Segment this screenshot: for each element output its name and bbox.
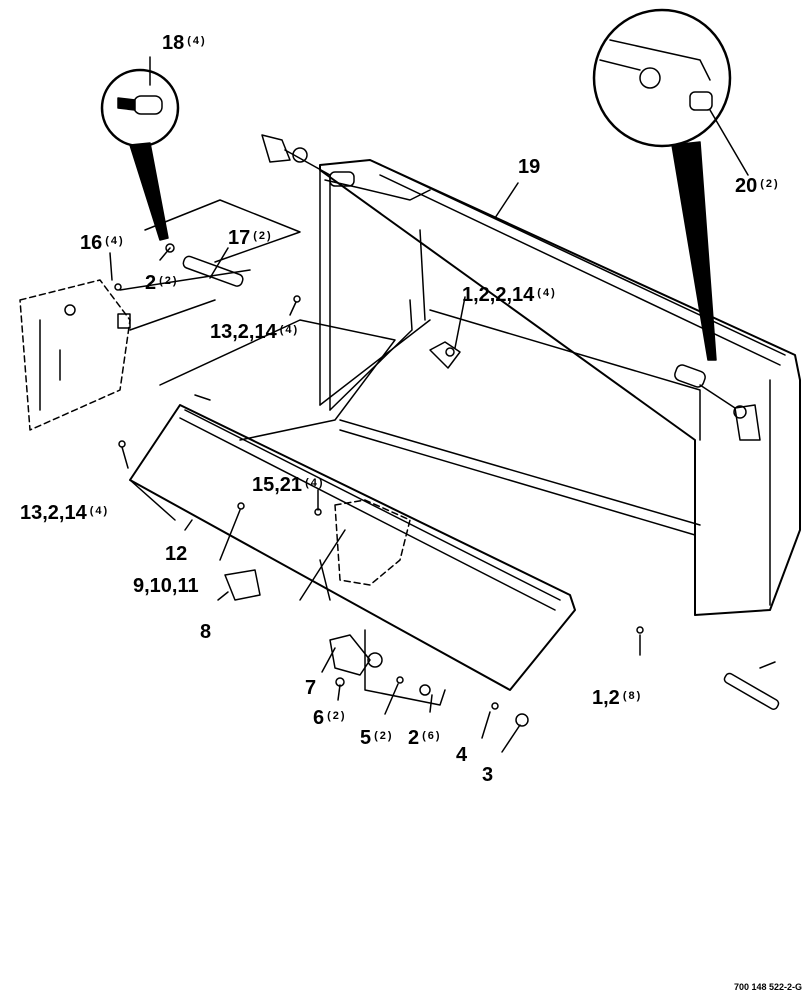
callout-18: 18(4) [162,33,207,53]
callout-1-2-bottom-number: 1,2 [592,687,620,709]
callout-17-number: 17 [228,227,251,249]
latch-assembly [224,499,446,706]
callout-9-10-11: 9,10,11 [133,576,199,596]
callout-16: 16(4) [80,233,125,253]
callout-1-2-2-14-number: 1,2,2,14 [462,284,535,306]
hinge-bracket-top-left [261,134,355,187]
hardware-parts [114,283,644,727]
callout-19: 19 [518,157,540,177]
callout-5: 5(2) [360,728,394,748]
callout-15-21-number: 15,21 [252,474,303,496]
callout-3: 3 [482,765,493,785]
callout-8: 8 [200,622,211,642]
housing-panel [319,159,801,616]
callout-3-number: 3 [482,764,494,786]
hinge-plate-left [19,269,251,431]
callout-2-bottom-qty: (6) [422,730,442,742]
detail-circle-18 [100,68,180,241]
gas-spring-loose [723,661,780,710]
callout-17-qty: (2) [253,230,273,242]
callout-13-2-14-lower-number: 13,2,14 [20,502,87,524]
callout-13-2-14-upper: 13,2,14(4) [210,322,299,342]
callout-2-bottom-number: 2 [408,727,420,749]
callout-12-number: 12 [165,543,188,565]
callout-9-10-11-number: 9,10,11 [133,575,199,597]
callout-13-2-14-upper-number: 13,2,14 [210,321,277,343]
callout-13-2-14-upper-qty: (4) [279,324,300,336]
callout-20-number: 20 [735,175,758,197]
callout-6: 6(2) [313,708,347,728]
callout-4-number: 4 [456,744,468,766]
callout-15-21: 15,21(4) [252,475,325,495]
callout-13-2-14-lower-qty: (4) [89,505,110,517]
callout-12: 12 [165,544,187,564]
callout-19-number: 19 [518,156,541,178]
callout-16-qty: (4) [105,235,125,247]
callout-8-number: 8 [200,621,212,643]
callout-16-number: 16 [80,232,103,254]
callout-5-qty: (2) [374,730,394,742]
callout-2-top-number: 2 [145,272,157,294]
drawing-number: 700 148 522-2-G [733,982,802,992]
callout-18-number: 18 [162,32,185,54]
leader-lines [109,56,749,753]
hinged-door-12 [129,319,576,691]
callout-15-21-qty: (4) [305,477,325,489]
callout-5-number: 5 [360,727,372,749]
callout-17: 17(2) [228,228,273,248]
callout-1-2-2-14-qty: (4) [537,287,557,299]
callout-2-top: 2(2) [145,273,179,293]
callout-4: 4 [456,745,467,765]
callout-7: 7 [305,678,316,698]
detail-circle-20 [592,8,732,361]
callout-2-bottom: 2(6) [408,728,442,748]
callout-7-number: 7 [305,677,317,699]
callout-6-qty: (2) [327,710,347,722]
hinge-bracket-right [674,364,761,441]
callout-6-number: 6 [313,707,325,729]
callout-18-qty: (4) [187,35,207,47]
callout-20: 20(2) [735,176,780,196]
callout-2-top-qty: (2) [159,275,179,287]
callout-1-2-2-14: 1,2,2,14(4) [462,285,557,305]
callout-1-2-bottom: 1,2(8) [592,688,642,708]
callout-1-2-bottom-qty: (8) [622,690,643,702]
callout-13-2-14-lower: 13,2,14(4) [20,503,109,523]
callout-20-qty: (2) [760,178,780,190]
